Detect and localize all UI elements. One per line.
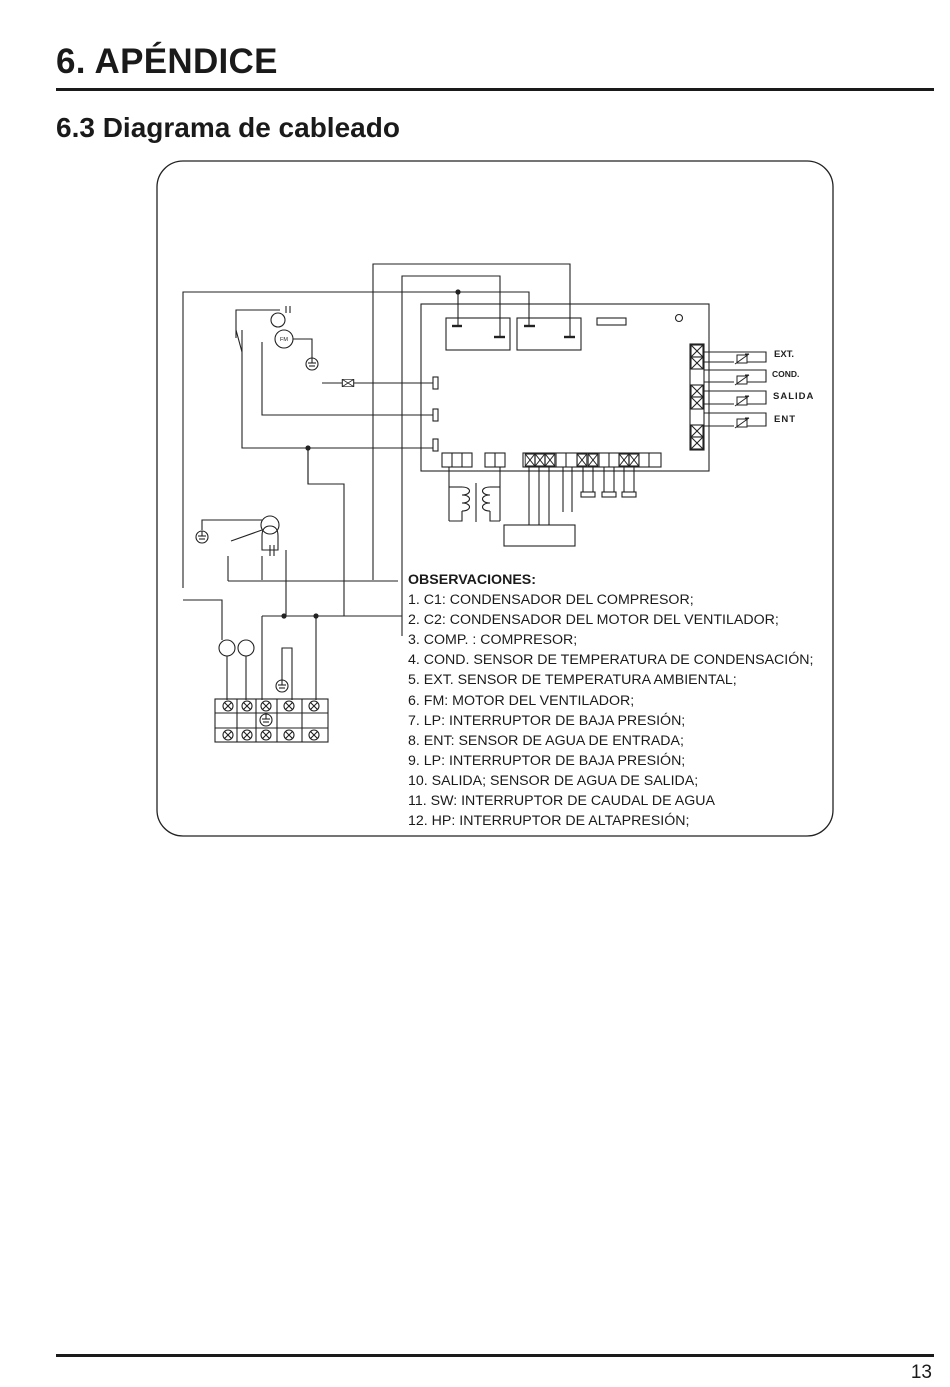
chapter-title: 6. APÉNDICE (56, 42, 278, 81)
sensor-label-ext: EXT. (774, 349, 794, 360)
observation-item: 3. COMP. : COMPRESOR; (408, 632, 578, 649)
sensor-label-cond: COND. (772, 369, 799, 379)
observation-item: 4. COND. SENSOR DE TEMPERATURA DE CONDEN… (408, 652, 814, 669)
footer-rule (56, 1354, 934, 1357)
observation-item: 5. EXT. SENSOR DE TEMPERATURA AMBIENTAL; (408, 672, 737, 689)
observation-item: 2. C2: CONDENSADOR DEL MOTOR DEL VENTILA… (408, 612, 779, 629)
observation-item: 12. HP: INTERRUPTOR DE ALTAPRESIÓN; (408, 813, 690, 830)
terminal-block (214, 698, 329, 743)
section-title: 6.3 Diagrama de cableado (56, 112, 400, 143)
observation-item: 10. SALIDA; SENSOR DE AGUA DE SALIDA; (408, 772, 699, 789)
observation-item: 9. LP: INTERRUPTOR DE BAJA PRESIÓN; (408, 752, 686, 769)
observations-title: OBSERVACIONES: (408, 572, 536, 588)
observation-item: 11. SW: INTERRUPTOR DE CAUDAL DE AGUA (408, 793, 715, 810)
sensor-label-salida: SALIDA (773, 391, 814, 402)
observations: OBSERVACIONES: 1. C1: CONDENSADOR DEL CO… (408, 570, 813, 831)
header-rule (56, 88, 934, 91)
observation-item: 8. ENT: SENSOR DE AGUA DE ENTRADA; (408, 732, 684, 749)
observation-item: 6. FM: MOTOR DEL VENTILADOR; (408, 692, 635, 709)
observation-item: 1. C1: CONDENSADOR DEL COMPRESOR; (408, 592, 694, 609)
observation-item: 7. LP: INTERRUPTOR DE BAJA PRESIÓN; (408, 712, 686, 729)
diagram-frame (156, 160, 834, 837)
sensor-label-ent: ENT (774, 414, 796, 425)
control-board (420, 303, 710, 472)
page-number: 13 (910, 1362, 932, 1383)
motor-label: FM (280, 337, 288, 343)
